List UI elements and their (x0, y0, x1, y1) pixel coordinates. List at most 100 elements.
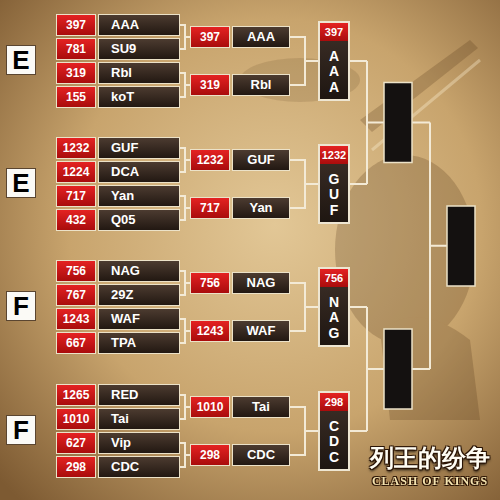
warrior-illustration (240, 40, 480, 420)
alliance-tag: AAA (232, 26, 290, 48)
empty-slot (384, 329, 412, 409)
bracket-connector (290, 184, 318, 208)
bracket-connector (180, 208, 190, 220)
bracket-connector (180, 25, 190, 37)
team-slot: 1265RED (56, 384, 180, 406)
bracket-connector (180, 331, 190, 343)
bracket-lines (350, 61, 447, 431)
power-score: 717 (56, 185, 96, 207)
bracket-connector (290, 307, 318, 331)
empty-slot (384, 83, 412, 163)
bracket-connector (290, 160, 318, 184)
team-slot: 1243WAF (56, 308, 180, 330)
power-score: 298 (320, 393, 348, 411)
power-score: 1265 (56, 384, 96, 406)
power-score: 1010 (190, 396, 230, 418)
alliance-tag: Tai (232, 396, 290, 418)
alliance-tag: AAA (327, 49, 341, 95)
team-slot: 717Yan (56, 185, 180, 207)
alliance-tag: Vip (98, 432, 180, 454)
power-score: 1232 (320, 146, 348, 164)
power-score: 1243 (190, 320, 230, 342)
alliance-tag: NAG (232, 272, 290, 294)
bracket-connector (180, 395, 190, 407)
bracket-connector (290, 431, 318, 455)
bracket-connector (180, 271, 190, 283)
power-score: 432 (56, 209, 96, 231)
bracket-connector (180, 283, 190, 295)
alliance-tag: Q05 (98, 209, 180, 231)
bracket-connector (180, 148, 190, 160)
alliance-tag: Tai (98, 408, 180, 430)
team-slot: 397AAA (56, 14, 180, 36)
power-score: 1232 (56, 137, 96, 159)
alliance-tag: Rbl (232, 74, 290, 96)
alliance-tag: AAA (98, 14, 180, 36)
alliance-tag: NAG (327, 295, 341, 341)
team-slot: 756NAG (56, 260, 180, 282)
power-score: 781 (56, 38, 96, 60)
team-slot: 298CDC (190, 444, 290, 466)
power-score: 319 (190, 74, 230, 96)
group-letter: F (10, 416, 32, 444)
alliance-tag: CDC (98, 456, 180, 478)
team-slot: 397AAA (190, 26, 290, 48)
team-slot: 781SU9 (56, 38, 180, 60)
bracket-connector (180, 85, 190, 97)
bracket-connector (180, 319, 190, 331)
power-score: 1010 (56, 408, 96, 430)
power-score: 756 (56, 260, 96, 282)
alliance-tag: CDC (232, 444, 290, 466)
alliance-tag: CDC (327, 419, 341, 465)
power-score: 756 (190, 272, 230, 294)
alliance-tag: GUF (232, 149, 290, 171)
power-score: 298 (56, 456, 96, 478)
team-slot: 319Rbl (56, 62, 180, 84)
team-slot: 1010Tai (190, 396, 290, 418)
team-slot: 155koT (56, 86, 180, 108)
game-logo-title: 列王的纷争 (370, 444, 490, 472)
semifinal-slot: 298CDC (318, 391, 350, 471)
team-slot: 76729Z (56, 284, 180, 306)
power-score: 298 (190, 444, 230, 466)
team-slot: 432Q05 (56, 209, 180, 231)
bracket-connector (180, 455, 190, 467)
team-slot: 717Yan (190, 197, 290, 219)
group-letter: E (10, 169, 32, 197)
bracket-connector (180, 160, 190, 172)
bracket-connector (180, 196, 190, 208)
team-slot: 1243WAF (190, 320, 290, 342)
alliance-tag: Yan (98, 185, 180, 207)
bracket-connector (290, 407, 318, 431)
power-score: 397 (56, 14, 96, 36)
power-score: 397 (320, 23, 348, 41)
power-score: 667 (56, 332, 96, 354)
bracket-connector (180, 37, 190, 49)
group-letter: E (10, 46, 32, 74)
semifinal-slot: 756NAG (318, 267, 350, 347)
team-slot: 1010Tai (56, 408, 180, 430)
alliance-tag: koT (98, 86, 180, 108)
group-label-box: F (6, 415, 36, 445)
bracket-connector (290, 283, 318, 307)
group-label-box: E (6, 168, 36, 198)
alliance-tag: GUF (98, 137, 180, 159)
power-score: 155 (56, 86, 96, 108)
alliance-tag: RED (98, 384, 180, 406)
power-score: 1232 (190, 149, 230, 171)
power-score: 627 (56, 432, 96, 454)
game-logo-subtitle: CLASH OF KINGS (372, 474, 488, 488)
power-score: 756 (320, 269, 348, 287)
alliance-tag: TPA (98, 332, 180, 354)
bracket-connector (290, 61, 318, 85)
team-slot: 627Vip (56, 432, 180, 454)
team-slot: 1232GUF (190, 149, 290, 171)
power-score: 717 (190, 197, 230, 219)
alliance-tag: SU9 (98, 38, 180, 60)
team-slot: 298CDC (56, 456, 180, 478)
alliance-tag: DCA (98, 161, 180, 183)
power-score: 767 (56, 284, 96, 306)
alliance-tag: 29Z (98, 284, 180, 306)
